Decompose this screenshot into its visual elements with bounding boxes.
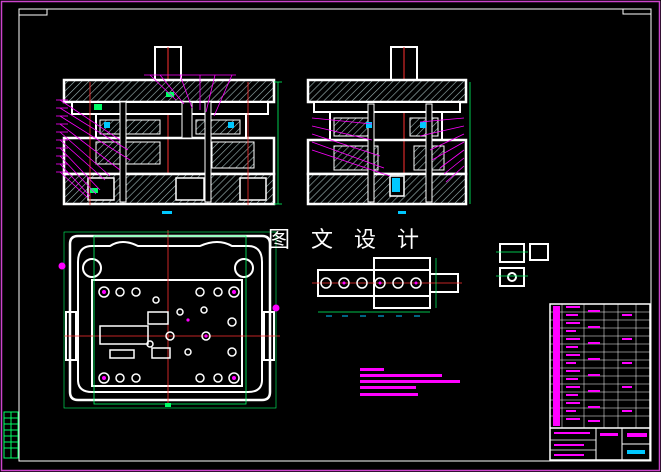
title-block — [549, 303, 651, 461]
inner-border — [18, 8, 652, 462]
plan-view — [58, 230, 280, 409]
side-view-leaders — [311, 117, 465, 183]
watermark-text: 图 文 设 计 — [268, 228, 426, 253]
strip-layout — [312, 257, 462, 317]
binding-strip — [3, 411, 19, 459]
part-details — [496, 243, 549, 287]
technical-notes — [360, 368, 460, 396]
front-view-leaders — [56, 74, 236, 199]
corner-label-box — [18, 8, 48, 16]
front-section-view — [62, 46, 282, 214]
top-right-label-box — [622, 8, 652, 15]
